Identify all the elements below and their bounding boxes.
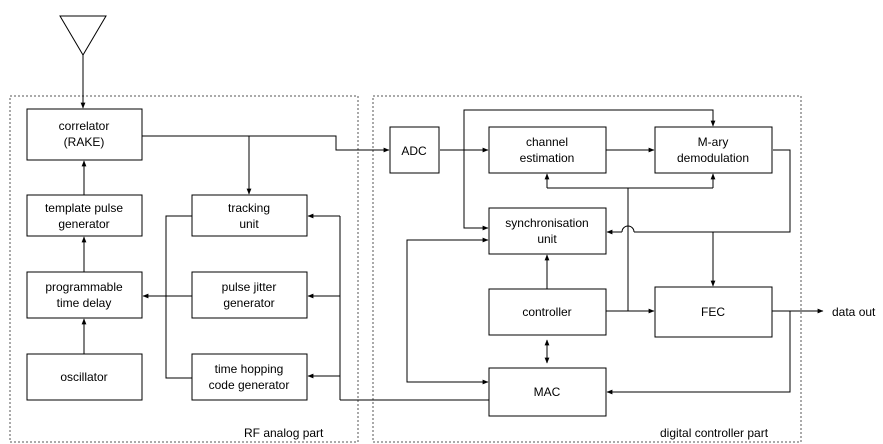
mac-block bbox=[488, 367, 607, 417]
controller-block bbox=[488, 288, 607, 336]
digital-connections bbox=[406, 109, 824, 395]
correlator-label-2: (RAKE) bbox=[64, 135, 105, 149]
template-pulse-label-2: generator bbox=[58, 217, 109, 231]
channel-estimation-block bbox=[488, 126, 607, 174]
template-pulse-label-1: template pulse bbox=[45, 201, 123, 215]
digital-controller-group bbox=[372, 95, 802, 443]
data-out-label: data out bbox=[832, 305, 876, 319]
rf-connections bbox=[81, 136, 489, 401]
time-hopping-label-2: code generator bbox=[209, 378, 290, 392]
mary-demodulation-block bbox=[654, 126, 773, 174]
synchronisation-unit-block bbox=[488, 207, 607, 255]
adc-block bbox=[389, 126, 440, 174]
correlator-to-adc-line bbox=[142, 135, 390, 153]
pulse-jitter-label-1: pulse jitter bbox=[222, 280, 277, 294]
tracking-unit-block bbox=[191, 194, 308, 237]
antenna-icon bbox=[59, 15, 107, 109]
channel-estimation-label-1: channel bbox=[526, 135, 568, 149]
fec-block bbox=[654, 286, 773, 338]
correlator-label-1: correlator bbox=[59, 119, 110, 133]
adc-label: ADC bbox=[401, 144, 427, 158]
programmable-time-delay-block bbox=[26, 271, 143, 319]
pulse-jitter-generator-block bbox=[191, 271, 308, 319]
programmable-delay-label-1: programmable bbox=[45, 280, 123, 294]
synchronisation-unit-label-2: unit bbox=[537, 232, 557, 246]
pulse-jitter-label-2: generator bbox=[223, 296, 274, 310]
time-hopping-code-generator-block bbox=[191, 353, 308, 401]
mary-demodulation-label-2: demodulation bbox=[677, 151, 749, 165]
correlator-block bbox=[26, 108, 143, 161]
mary-demodulation-label-1: M-ary bbox=[698, 135, 729, 149]
programmable-delay-label-2: time delay bbox=[57, 296, 112, 310]
tracking-unit-label-1: tracking bbox=[228, 201, 270, 215]
oscillator-block bbox=[26, 353, 143, 401]
fec-label: FEC bbox=[701, 305, 725, 319]
mac-label: MAC bbox=[534, 385, 561, 399]
tracking-unit-label-2: unit bbox=[239, 217, 259, 231]
digital-controller-label: digital controller part bbox=[660, 426, 769, 440]
rf-analog-group bbox=[9, 95, 359, 443]
channel-estimation-label-2: estimation bbox=[520, 151, 575, 165]
oscillator-label: oscillator bbox=[60, 370, 107, 384]
controller-label: controller bbox=[522, 305, 571, 319]
synchronisation-unit-label-1: synchronisation bbox=[505, 216, 588, 230]
rf-analog-label: RF analog part bbox=[244, 426, 324, 440]
time-hopping-label-1: time hopping bbox=[215, 362, 284, 376]
